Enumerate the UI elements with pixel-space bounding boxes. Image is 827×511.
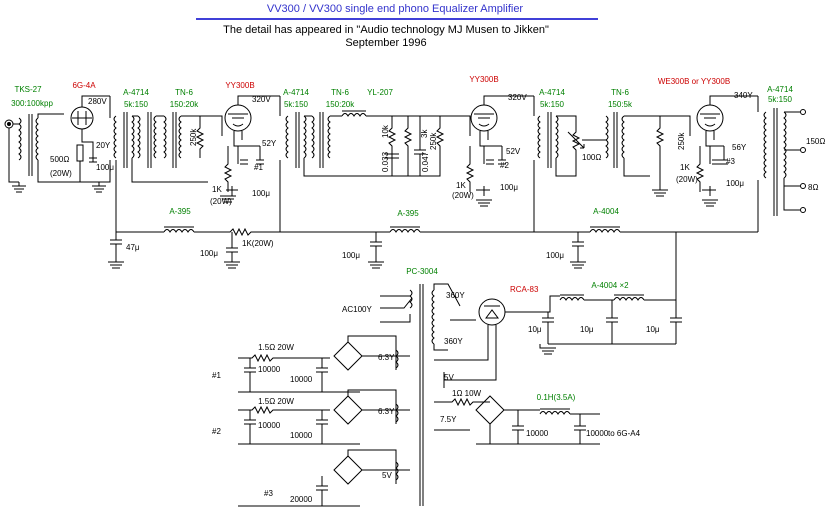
ground-symbols <box>12 182 718 355</box>
label-v360b: 360Y <box>444 337 463 346</box>
label-r3k: 3k <box>420 129 429 138</box>
label-v2-num: #1 <box>254 163 263 172</box>
labels: TKS-27 300:100kpp 6G-4A 280V 20Y 500Ω (2… <box>11 75 825 504</box>
label-hc2a: 10000 <box>258 421 281 430</box>
label-h63a: 6.3Y <box>378 353 395 362</box>
label-v360a: 360Y <box>446 291 465 300</box>
label-hc3: 20000 <box>290 495 313 504</box>
label-v3-tube: YY300B <box>469 75 498 84</box>
label-fto: to 6G-A4 <box>608 429 641 438</box>
label-hc2b: 10000 <box>290 431 313 440</box>
label-c10b: 10μ <box>580 325 594 334</box>
label-hr1: 1.5Ω 20W <box>258 343 294 352</box>
label-v4-plate-v: 340Y <box>734 91 753 100</box>
label-hc1b: 10000 <box>290 375 313 384</box>
label-v1-cathode-c: 100μ <box>96 163 114 172</box>
label-t6-ratio: 150:5k <box>608 100 633 109</box>
label-tks27: TKS-27 <box>14 85 42 94</box>
label-r10k: 10k <box>381 124 390 138</box>
label-hr2: 1.5Ω 20W <box>258 397 294 406</box>
label-t6: TN-6 <box>611 88 629 97</box>
subtitle-line2: September 1996 <box>345 37 426 49</box>
label-t1: A-4714 <box>123 88 149 97</box>
label-yl207: YL-207 <box>367 88 393 97</box>
label-c100-c: 100μ <box>546 251 564 260</box>
label-v3-bias-v: 52V <box>506 147 521 156</box>
label-t7: A-4714 <box>767 85 793 94</box>
label-choke2: A-395 <box>397 209 419 218</box>
label-t5: A-4714 <box>539 88 565 97</box>
label-v2-tube: YY300B <box>225 81 254 90</box>
label-choke3: A-4004 <box>593 207 619 216</box>
wiring <box>4 95 806 507</box>
label-v1-cathode-r: 500Ω <box>50 155 69 164</box>
label-v2-c: 100μ <box>252 189 270 198</box>
label-choke1: A-395 <box>169 207 191 216</box>
label-v4-r: 1K <box>680 163 690 172</box>
label-fch: 0.1H(3.5A) <box>537 393 576 402</box>
label-v1-tube: 6G-4A <box>72 81 96 90</box>
label-v3-num: #2 <box>500 161 509 170</box>
label-tks27-ratio: 300:100kpp <box>11 99 53 108</box>
label-c033: 0.033 <box>381 151 390 172</box>
label-r250k-2: 250k <box>429 132 438 150</box>
label-out8: 8Ω <box>808 183 818 192</box>
label-rca83: RCA-83 <box>510 285 539 294</box>
label-choke4: A-4004 ×2 <box>591 281 629 290</box>
label-v3-r-w: (20W) <box>452 191 474 200</box>
label-v5: 5V <box>444 373 454 382</box>
label-t2-ratio: 150:20k <box>170 100 199 109</box>
label-v2-plate-v: 320V <box>252 95 271 104</box>
label-c47: 47μ <box>126 243 140 252</box>
label-t3-ratio: 5k:150 <box>284 100 309 109</box>
label-hn2: #2 <box>212 427 221 436</box>
label-c100-a: 100μ <box>200 249 218 258</box>
title: VV300 / VV300 single end phono Equalizer… <box>267 3 524 15</box>
label-t4-ratio: 150:20k <box>326 100 355 109</box>
label-c047: 0.047 <box>421 151 430 172</box>
label-v4-r-w: (20W) <box>676 175 698 184</box>
label-v2-r-w: (20W) <box>210 197 232 206</box>
label-v3-plate-v: 320V <box>508 93 527 102</box>
label-r1k20w: 1K(20W) <box>242 239 274 248</box>
label-t5-ratio: 5k:150 <box>540 100 565 109</box>
label-fc2: 10000 <box>586 429 609 438</box>
label-fc1: 10000 <box>526 429 549 438</box>
label-ac100: AC100Y <box>342 305 372 314</box>
label-t7-ratio: 5k:150 <box>768 95 793 104</box>
label-v4-bias-v: 56Y <box>732 143 747 152</box>
label-v4-tube: WE300B or YY300B <box>658 77 730 86</box>
label-v1-plate-v: 280V <box>88 97 107 106</box>
label-out150: 150Ω <box>806 137 825 146</box>
label-v3-c: 100μ <box>500 183 518 192</box>
label-t2: TN-6 <box>175 88 193 97</box>
label-v3-r: 1K <box>456 181 466 190</box>
label-t4: TN-6 <box>331 88 349 97</box>
label-v2-r: 1K <box>212 185 222 194</box>
label-t3: A-4714 <box>283 88 309 97</box>
label-r250k-1: 250k <box>189 128 198 146</box>
label-v4-num: #3 <box>726 157 735 166</box>
label-c10c: 10μ <box>646 325 660 334</box>
label-v4-c: 100μ <box>726 179 744 188</box>
label-hc1a: 10000 <box>258 365 281 374</box>
label-t1-ratio: 5k:150 <box>124 100 149 109</box>
label-r250k-3: 250k <box>677 132 686 150</box>
label-h63b: 6.3Y <box>378 407 395 416</box>
label-v2-bias-v: 52Y <box>262 139 277 148</box>
subtitle-line1: The detail has appeared in "Audio techno… <box>223 24 549 36</box>
label-f75: 7.5Y <box>440 415 457 424</box>
label-r100: 100Ω <box>582 153 601 162</box>
label-hn1: #1 <box>212 371 221 380</box>
label-c100-b: 100μ <box>342 251 360 260</box>
label-pc3004: PC-3004 <box>406 267 438 276</box>
label-hn3: #3 <box>264 489 273 498</box>
label-v1-cathode-r-w: (20W) <box>50 169 72 178</box>
label-c10a: 10μ <box>528 325 542 334</box>
label-fr1: 1Ω 10W <box>452 389 482 398</box>
label-v1-cathode-v: 20Y <box>96 141 111 150</box>
label-h5v: 5V <box>382 471 392 480</box>
